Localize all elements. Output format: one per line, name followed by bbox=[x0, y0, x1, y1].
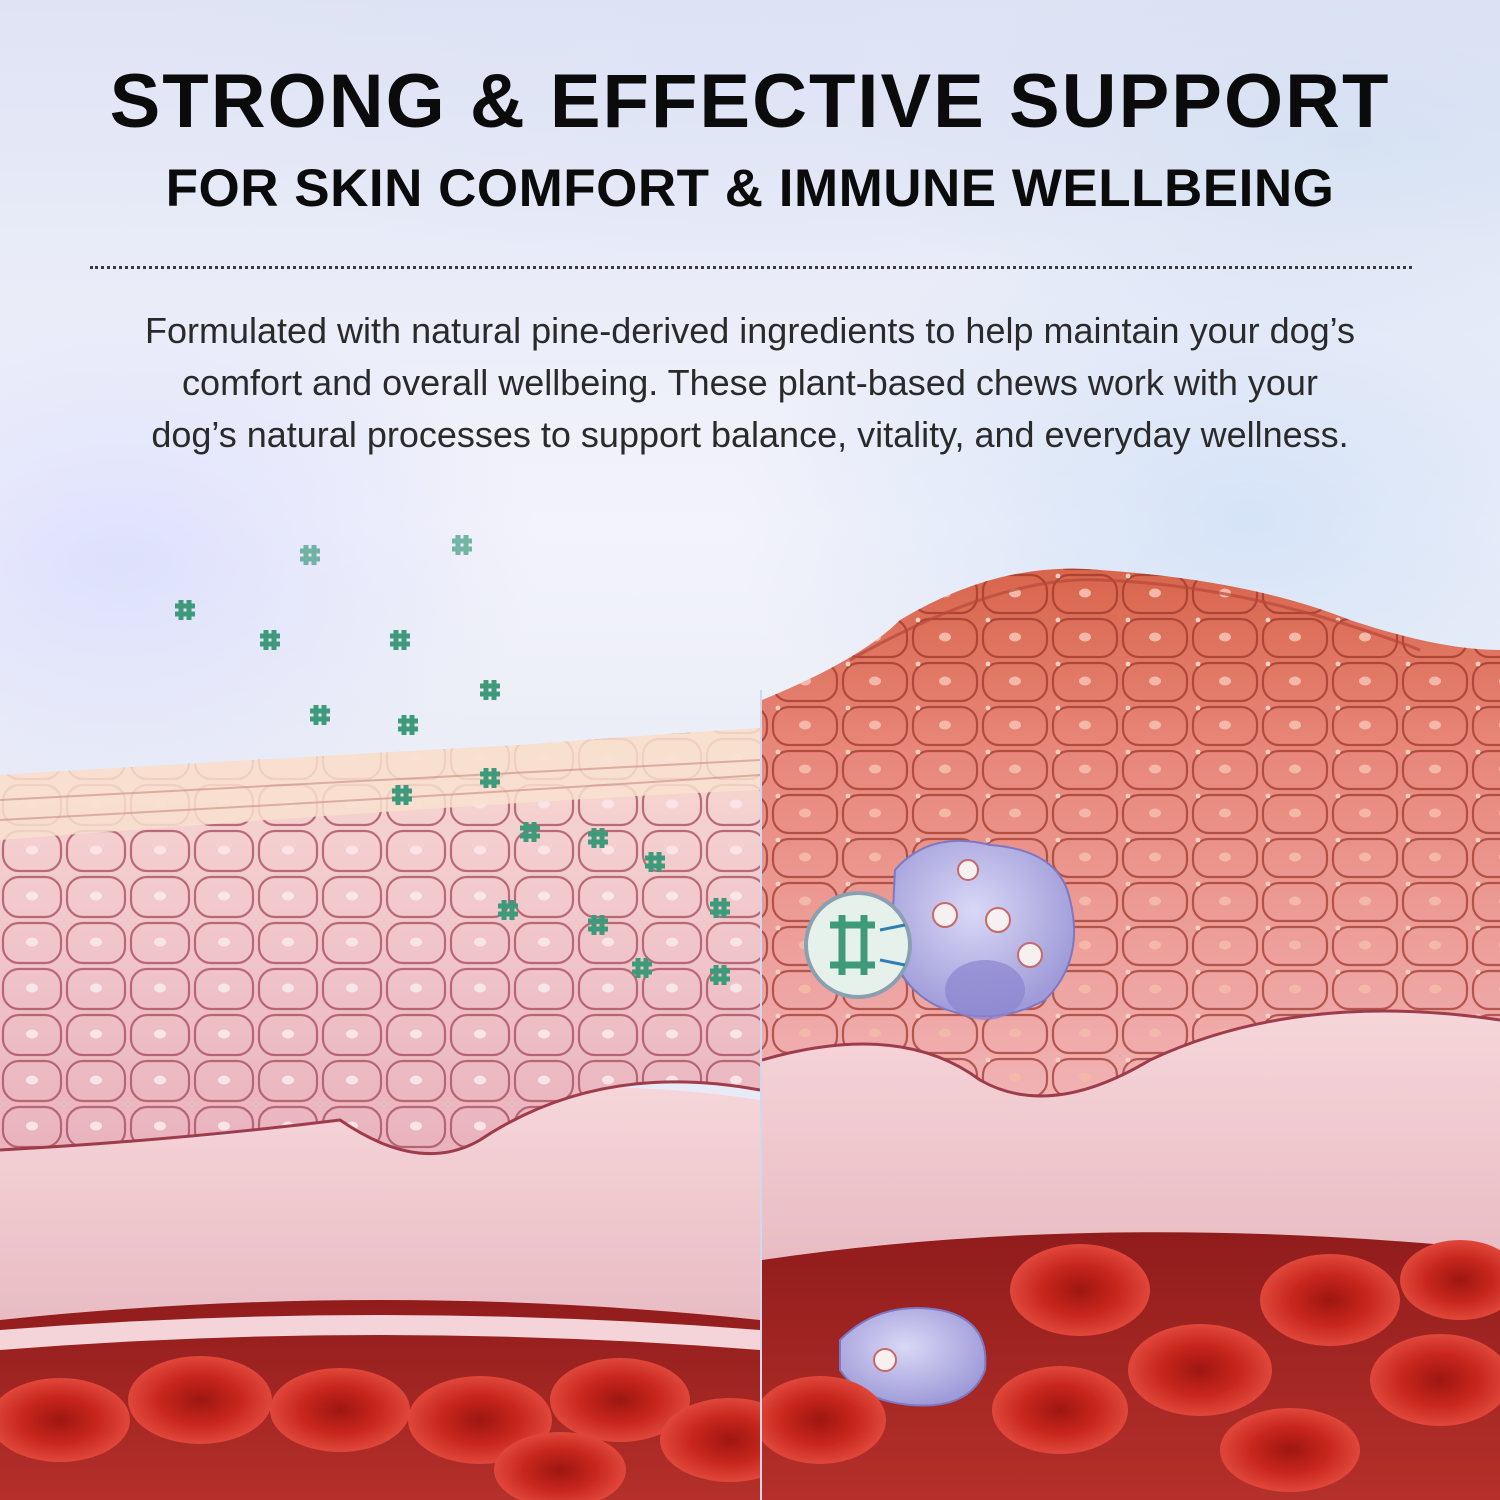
description-text: Formulated with natural pine-derived ing… bbox=[144, 310, 1356, 455]
headline: STRONG & EFFECTIVE SUPPORT bbox=[109, 59, 1391, 144]
pine-particles bbox=[175, 535, 730, 985]
healthy-skin-panel bbox=[0, 728, 760, 1500]
immune-cell-small bbox=[839, 1307, 987, 1407]
inflamed-skin-panel bbox=[762, 568, 1500, 1500]
dotted-divider bbox=[90, 266, 1412, 269]
immune-cell bbox=[890, 839, 1076, 1020]
blood-cells-left bbox=[0, 1356, 760, 1500]
skin-cross-section-illustration bbox=[0, 535, 1500, 1500]
blood-cells-right bbox=[762, 1240, 1500, 1492]
ingredient-binding-zoom bbox=[804, 891, 912, 999]
subheadline: FOR SKIN COMFORT & IMMUNE WELLBEING bbox=[165, 159, 1335, 218]
